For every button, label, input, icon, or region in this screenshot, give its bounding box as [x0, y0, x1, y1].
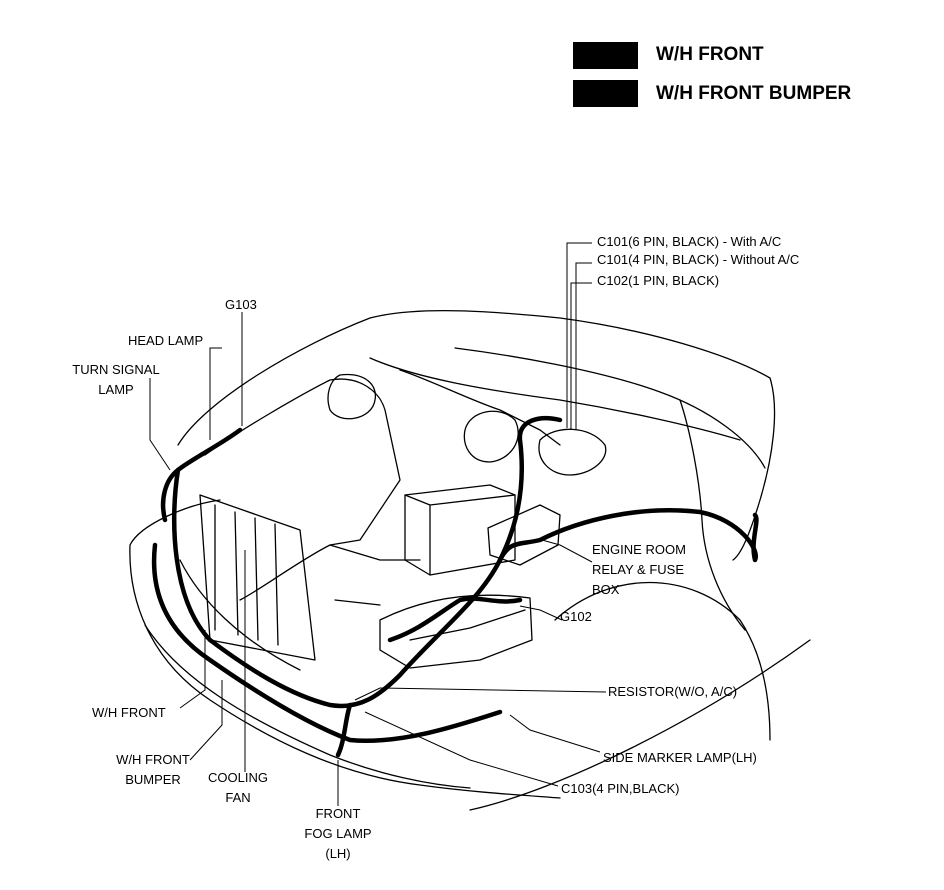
- legend-swatch-wh-front: [573, 42, 638, 69]
- label-c101-with-ac: C101(6 PIN, BLACK) - With A/C: [597, 234, 782, 249]
- label-engine-room-line2: RELAY & FUSE: [592, 562, 684, 577]
- harness-bumper: [151, 542, 503, 743]
- legend-swatch-wh-front-bumper: [573, 80, 638, 107]
- ground-curve: [469, 639, 811, 811]
- radiator: [199, 494, 316, 661]
- label-cooling-fan-line2: FAN: [225, 790, 251, 805]
- label-fog-lamp-line2: FOG LAMP: [304, 826, 372, 841]
- label-c101-without-ac: C101(4 PIN, BLACK) - Without A/C: [597, 252, 800, 267]
- label-turn-signal-lamp: TURN SIGNAL LAMP: [62, 360, 170, 400]
- label-cooling-fan-line1: COOLING: [208, 770, 268, 785]
- label-front-fog-lamp: FRONT FOG LAMP (LH): [288, 804, 388, 864]
- label-wh-front-bumper: W/H FRONT BUMPER: [103, 750, 203, 790]
- label-engine-room-line3: BOX: [592, 582, 620, 597]
- label-turn-signal-line2: LAMP: [98, 382, 134, 397]
- legend-label-wh-front: W/H FRONT: [656, 44, 764, 65]
- harness-front-left: [160, 467, 181, 523]
- label-g103: G103: [225, 297, 257, 312]
- label-cooling-fan: COOLING FAN: [198, 768, 278, 808]
- label-turn-signal-line1: TURN SIGNAL: [72, 362, 160, 377]
- label-fog-lamp-line3: (LH): [325, 846, 351, 861]
- strut-tower: [327, 373, 377, 420]
- relay-box: [487, 504, 561, 566]
- label-c102: C102(1 PIN, BLACK): [597, 273, 720, 288]
- fender-side: [679, 399, 746, 631]
- harness-engine: [387, 596, 523, 643]
- bumper-lower: [144, 624, 471, 789]
- label-resistor: RESISTOR(W/O, A/C): [608, 684, 738, 699]
- label-fog-lamp-line1: FRONT: [315, 806, 361, 821]
- label-side-marker-lamp: SIDE MARKER LAMP(LH): [603, 750, 757, 765]
- cowl-line: [369, 357, 741, 441]
- label-wh-front: W/H FRONT: [92, 705, 166, 720]
- hood-outline: [177, 310, 776, 561]
- harness-front: [171, 427, 759, 709]
- label-c103: C103(4 PIN,BLACK): [561, 781, 680, 796]
- label-g102: G102: [560, 609, 592, 624]
- label-engine-room-relay-fuse-box: ENGINE ROOM RELAY & FUSE BOX: [592, 540, 686, 600]
- harness-front-upper: [497, 415, 563, 563]
- legend-label-wh-front-bumper: W/H FRONT BUMPER: [656, 83, 852, 104]
- label-wh-front-bumper-line1: W/H FRONT: [116, 752, 190, 767]
- label-wh-front-bumper-line2: BUMPER: [125, 772, 181, 787]
- harness-fog: [335, 702, 353, 758]
- wheel-arch: [554, 581, 771, 741]
- engine-block: [379, 594, 533, 669]
- firewall: [399, 369, 561, 446]
- inner-panel: [204, 378, 401, 601]
- label-head-lamp: HEAD LAMP: [128, 333, 204, 348]
- fender-top: [454, 347, 766, 469]
- label-engine-room-line1: ENGINE ROOM: [592, 542, 686, 557]
